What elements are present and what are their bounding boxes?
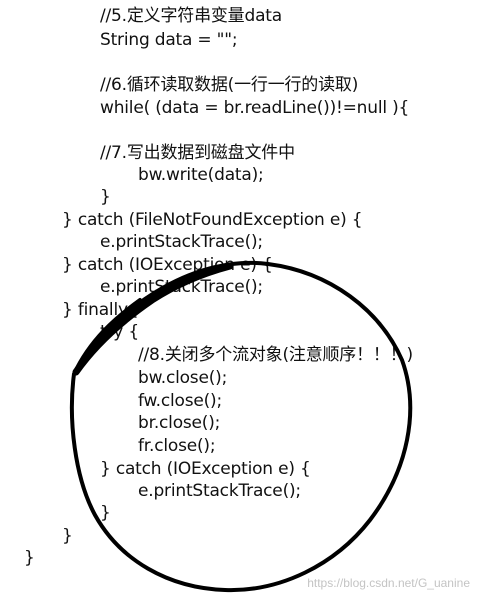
code-line: e.printStackTrace(); [138,481,301,501]
watermark: https://blog.csdn.net/G_uanine [307,576,470,590]
code-line: } [100,503,111,523]
code-line: } [100,187,111,207]
code-line: //8.关闭多个流对象(注意顺序！！！) [138,345,413,365]
code-line: while( (data = br.readLine())!=null ){ [100,98,410,118]
code-line: String data = ""; [100,30,238,50]
code-line: br.close(); [138,413,221,433]
code-line: bw.write(data); [138,165,264,185]
code-line: } catch (FileNotFoundException e) { [62,210,363,230]
code-line: e.printStackTrace(); [100,232,263,252]
code-line: } [24,548,35,568]
code-line: fr.close(); [138,436,216,456]
circle-stroke-overlap [72,262,234,376]
code-line: fw.close(); [138,391,223,411]
code-line: } catch (IOException e) { [100,459,311,479]
circle-stroke [69,260,413,593]
code-line: //7.写出数据到磁盘文件中 [100,143,295,163]
code-line: } [62,526,73,546]
code-line: bw.close(); [138,368,228,388]
code-line: //6.循环读取数据(一行一行的读取) [100,75,359,95]
code-line: //5.定义字符串变量data [100,6,282,26]
